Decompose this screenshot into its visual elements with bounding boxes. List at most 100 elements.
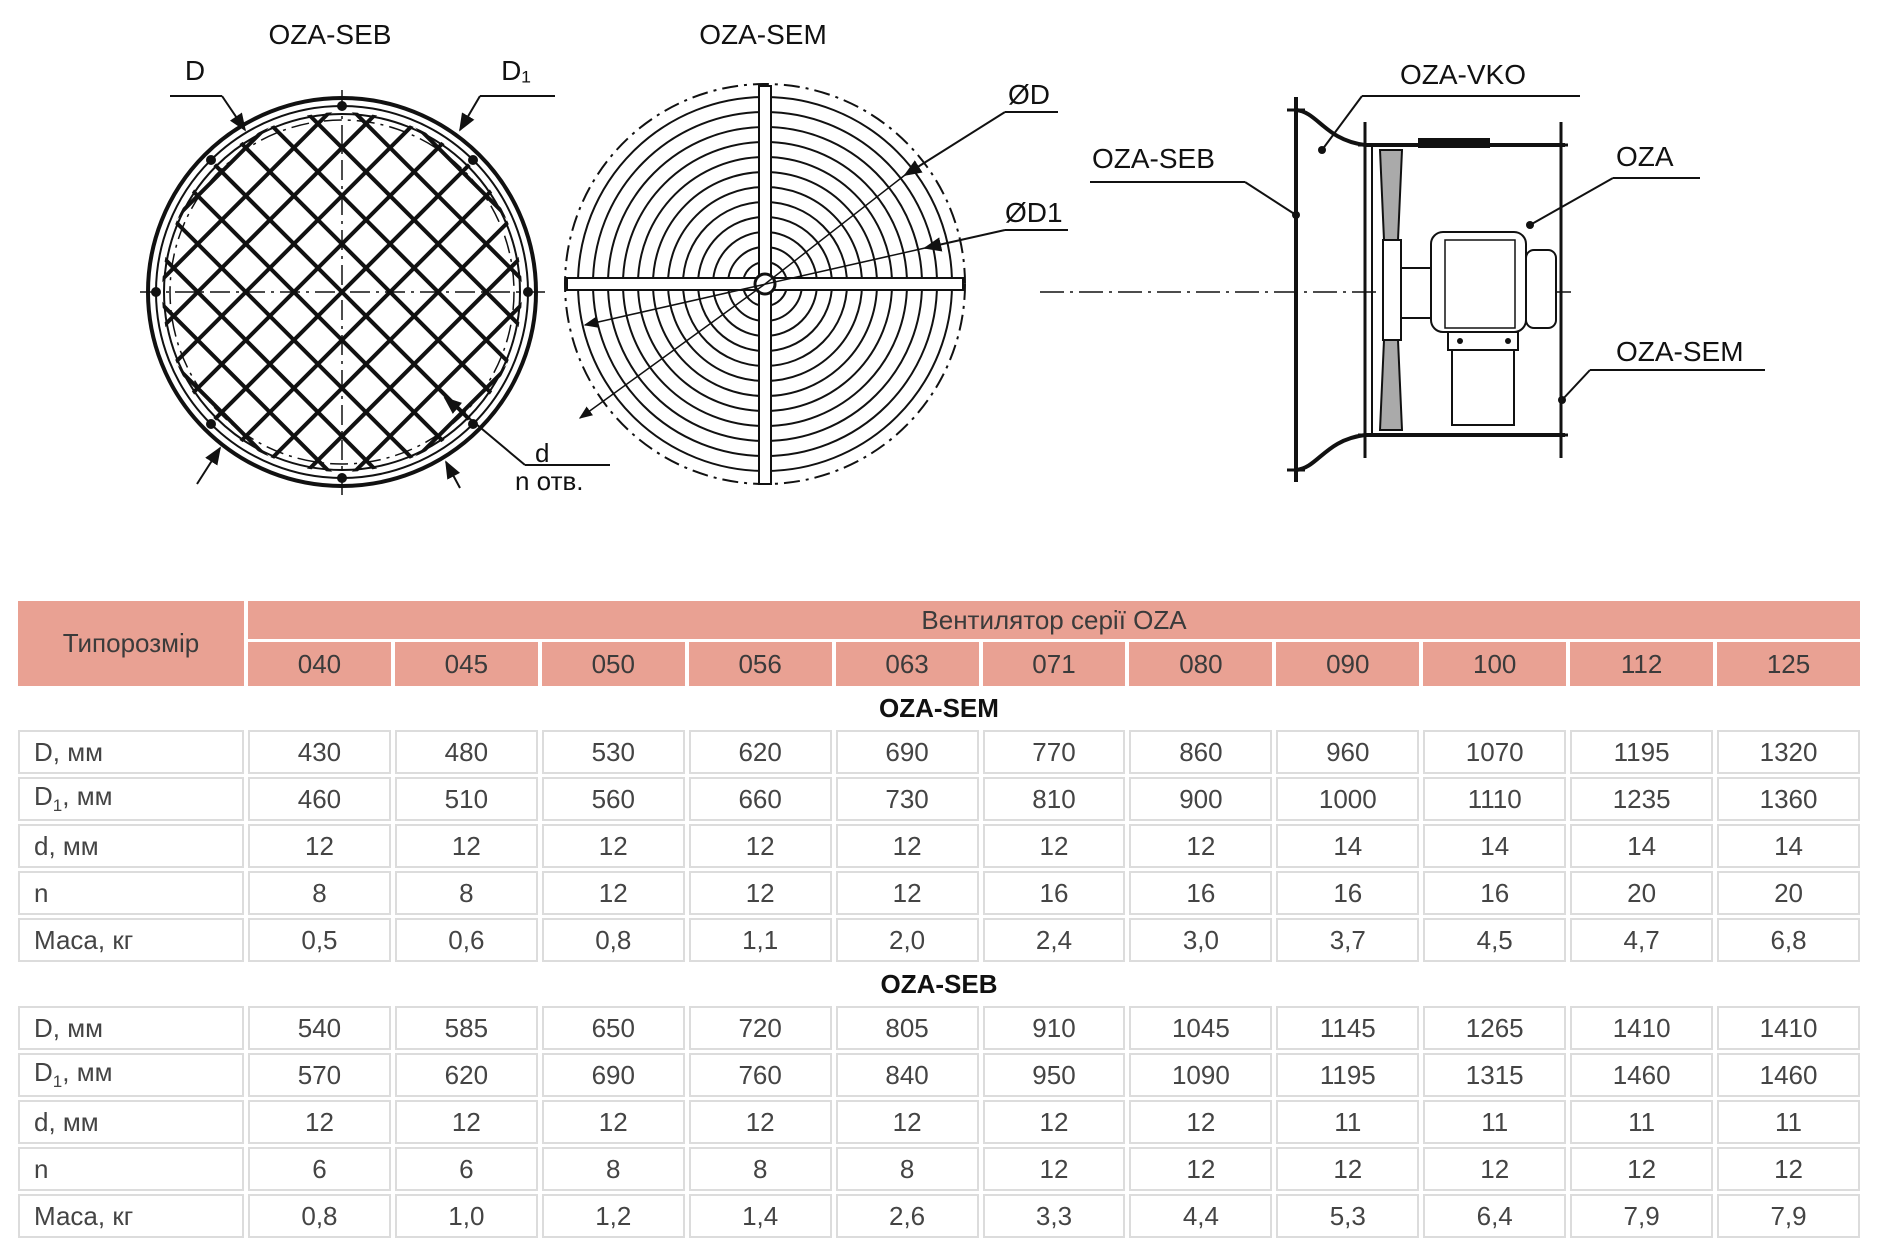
table-cell: 12 — [541, 824, 685, 868]
table-cell: 650 — [541, 1006, 685, 1050]
table-cell: 12 — [982, 1100, 1126, 1144]
table-cell: 6,8 — [1717, 918, 1860, 962]
sem-front-view: OZA-SEM ØD ØD1 — [564, 19, 1068, 485]
table-cell: 1,0 — [394, 1194, 538, 1238]
row-label: n — [18, 871, 244, 915]
table-cell: 12 — [541, 1100, 685, 1144]
table-cell: 860 — [1129, 730, 1273, 774]
table-cell: 900 — [1129, 777, 1273, 821]
table-cell: 1,1 — [688, 918, 832, 962]
table-cell: 3,7 — [1276, 918, 1420, 962]
table-cell: 12 — [688, 1100, 832, 1144]
sem-label-od: ØD — [1008, 79, 1050, 110]
impeller-blade-upper — [1378, 149, 1404, 241]
table-cell: 6 — [394, 1147, 538, 1191]
table-cell: 12 — [1717, 1147, 1860, 1191]
table-cell: 5,3 — [1276, 1194, 1420, 1238]
row-label: D, мм — [18, 1006, 244, 1050]
impeller-blade-lower — [1378, 339, 1404, 431]
table-cell: 1410 — [1570, 1006, 1714, 1050]
table-cell: 2,6 — [835, 1194, 979, 1238]
table-cell: 12 — [688, 871, 832, 915]
table-cell: 1410 — [1717, 1006, 1860, 1050]
size-header-100: 100 — [1423, 642, 1567, 686]
table-cell: 12 — [1423, 1147, 1567, 1191]
table-cell: 720 — [688, 1006, 832, 1050]
table-cell: 910 — [982, 1006, 1126, 1050]
table-cell: 530 — [541, 730, 685, 774]
seb-mesh-grid — [162, 112, 522, 472]
table-cell: 480 — [394, 730, 538, 774]
table-cell: 690 — [835, 730, 979, 774]
table-cell: 660 — [688, 777, 832, 821]
row-label-main: D — [34, 781, 53, 812]
table-cell: 11 — [1423, 1100, 1567, 1144]
section-row: OZA-SEM — [18, 689, 1860, 727]
table-cell: 1145 — [1276, 1006, 1420, 1050]
table-cell: 4,4 — [1129, 1194, 1273, 1238]
seb-mounting-holes — [151, 101, 533, 483]
table-cell: 4,7 — [1570, 918, 1714, 962]
table-cell: 12 — [248, 1100, 391, 1144]
table-cell: 1360 — [1717, 777, 1860, 821]
sem-label-od1: ØD1 — [1005, 197, 1063, 228]
table-cell: 3,0 — [1129, 918, 1273, 962]
table-cell: 20 — [1717, 871, 1860, 915]
row-label: d, мм — [18, 824, 244, 868]
table-cell: 0,8 — [248, 1194, 391, 1238]
table-cell: 8 — [688, 1147, 832, 1191]
table-cell: 690 — [541, 1053, 685, 1097]
table-cell: 620 — [688, 730, 832, 774]
seb-label-d: D — [185, 55, 205, 86]
table-cell: 1460 — [1717, 1053, 1860, 1097]
table-cell: 3,3 — [982, 1194, 1126, 1238]
table-cell: 1195 — [1276, 1053, 1420, 1097]
table-cell: 730 — [835, 777, 979, 821]
header-row-top: Типорозмір Вентилятор серії OZA — [18, 601, 1860, 686]
table-cell: 1,2 — [541, 1194, 685, 1238]
row-label: d, мм — [18, 1100, 244, 1144]
table-cell: 0,8 — [541, 918, 685, 962]
table-cell: 460 — [248, 777, 391, 821]
table-cell: 12 — [1129, 1100, 1273, 1144]
size-header-125: 125 — [1717, 642, 1860, 686]
side-assembly-view: OZA-VKO OZA-SEB OZA OZA-SEM — [1040, 59, 1765, 482]
side-label-oza: OZA — [1616, 141, 1674, 172]
table-cell: 16 — [1129, 871, 1273, 915]
table-cell: 6 — [248, 1147, 391, 1191]
size-header-063: 063 — [835, 642, 979, 686]
size-header-045: 045 — [394, 642, 538, 686]
table-cell: 585 — [394, 1006, 538, 1050]
table-cell: 12 — [835, 1100, 979, 1144]
size-header-056: 056 — [688, 642, 832, 686]
table-cell: 840 — [835, 1053, 979, 1097]
size-header-071: 071 — [982, 642, 1126, 686]
table-cell: 14 — [1570, 824, 1714, 868]
row-label-unit: , мм — [62, 781, 113, 812]
seb-label-d1: D₁ — [501, 55, 531, 86]
table-cell: 7,9 — [1717, 1194, 1860, 1238]
table-cell: 1195 — [1570, 730, 1714, 774]
table-cell: 1090 — [1129, 1053, 1273, 1097]
table-cell: 12 — [394, 1100, 538, 1144]
table-cell: 11 — [1717, 1100, 1860, 1144]
table-cell: 8 — [835, 1147, 979, 1191]
table-cell: 1320 — [1717, 730, 1860, 774]
side-label-vko: OZA-VKO — [1400, 59, 1526, 90]
table-cell: 1,4 — [688, 1194, 832, 1238]
table-cell: 1045 — [1129, 1006, 1273, 1050]
seb-label-hole-d: d — [535, 438, 549, 468]
table-cell: 1265 — [1423, 1006, 1567, 1050]
table-cell: 2,4 — [982, 918, 1126, 962]
table-cell: 0,6 — [394, 918, 538, 962]
table-cell: 1235 — [1570, 777, 1714, 821]
